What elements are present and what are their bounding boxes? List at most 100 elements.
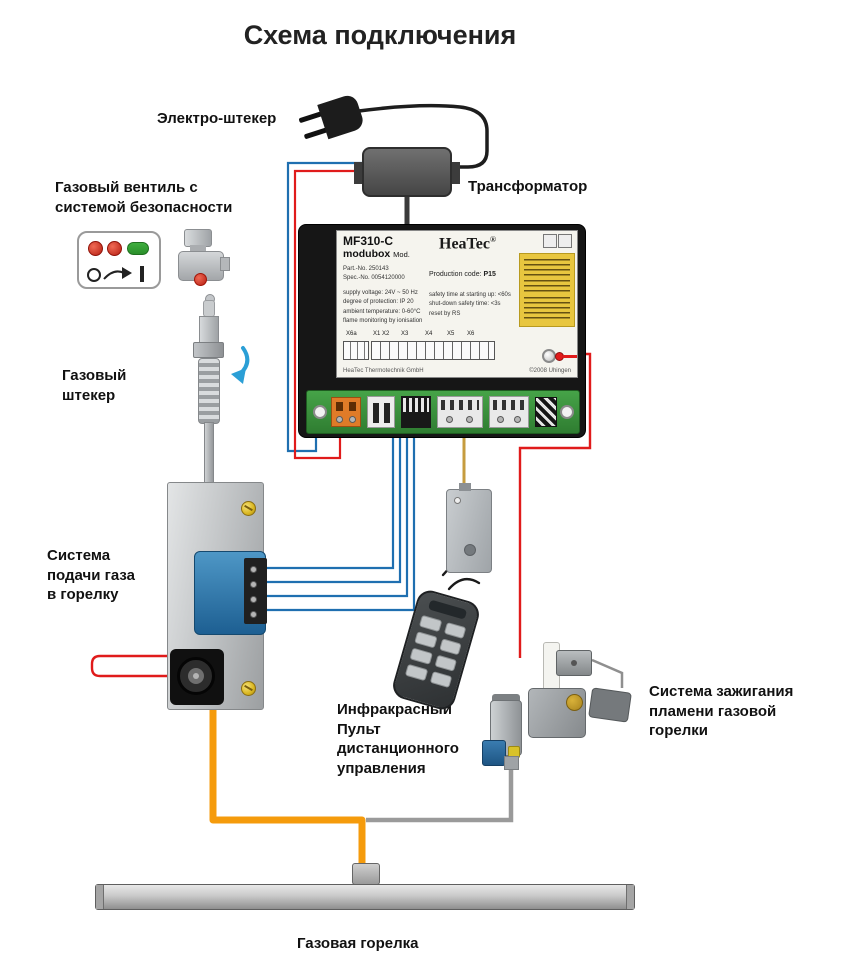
series-name: modubox Mod. <box>343 248 410 260</box>
remote-button <box>438 638 462 656</box>
ir-wave-icon <box>447 577 481 591</box>
connector-slot <box>373 403 379 423</box>
label-remote: Инфракрасный Пульт дистанционного управл… <box>337 701 459 777</box>
gas-plug-nut <box>193 342 224 358</box>
brass-fitting <box>566 694 583 711</box>
gas-plug-nub <box>203 300 215 317</box>
valve-outlet <box>220 257 230 271</box>
remote-buttons <box>404 614 467 689</box>
label-transformer: Трансформатор <box>468 178 588 195</box>
remote-button <box>409 647 433 665</box>
terminal-screw <box>446 416 453 423</box>
sticker-text-block <box>524 259 570 276</box>
yellow-screw <box>241 501 256 516</box>
receiver-wire-nub <box>459 483 471 491</box>
terminal-slot <box>349 402 356 411</box>
spec-number: Spec.-No. 0054120000 <box>343 275 405 281</box>
knob-housing <box>170 649 224 705</box>
production-code-value: P15 <box>483 271 496 278</box>
production-code-label: Production code: <box>429 271 482 278</box>
ignition-bracket <box>588 687 632 723</box>
gas-burner-bar <box>95 884 635 910</box>
label-gas-plug: Газовый штекер <box>62 367 127 404</box>
ignition-outlet <box>504 756 519 770</box>
terminal-screw <box>250 596 257 603</box>
burner-end-cap <box>626 885 634 909</box>
control-unit-panel: MF310-C modubox Mod. HeaTec® Part.-No. 2… <box>336 230 578 378</box>
knob-center <box>188 668 204 684</box>
valve-red-knob <box>194 273 207 286</box>
terminal-screw <box>466 416 473 423</box>
spec-line: ambient temperature: 0-60°C <box>343 308 421 315</box>
warning-sticker <box>519 253 575 327</box>
series-label: modubox <box>343 248 391 260</box>
safety-control-panel <box>77 231 161 289</box>
cert-mark-icon <box>543 234 557 248</box>
terminal-label: X6 <box>467 331 475 337</box>
valve-switch-icon <box>87 266 144 282</box>
receiver-hole <box>454 497 461 504</box>
remote-button <box>433 654 458 672</box>
remote-button <box>404 663 428 682</box>
page-title: Схема подключения <box>243 20 517 50</box>
spec-line: flame monitoring by ionisation <box>343 317 423 324</box>
gas-plug-cylinder <box>199 316 219 343</box>
spec-list: supply voltage: 24V ~ 50 Hz degree of pr… <box>343 289 422 326</box>
spec-line: degree of protection: IP 20 <box>343 299 414 306</box>
gas-safety-valve <box>176 229 230 295</box>
wire-blue-2 <box>266 432 402 584</box>
rotate-arrowhead-icon <box>231 368 246 384</box>
cert-mark-icon <box>558 234 572 248</box>
label-ignition: Система зажигания пламени газовой горелк… <box>649 683 794 739</box>
multipin-terminal <box>489 396 529 428</box>
burner-connector <box>352 863 380 885</box>
burner-end-cap <box>96 885 104 909</box>
terminal-screw <box>514 416 521 423</box>
label-gas-supply: Система подачи газа в горелку <box>47 547 135 603</box>
footer-right: ©2008 Uhingen <box>529 368 571 374</box>
wire-red-loop <box>90 654 172 678</box>
yellow-screw <box>241 681 256 696</box>
receiver-lens <box>464 544 476 556</box>
safety-line: safety time at starting up: <60s <box>429 292 511 298</box>
sticker-text-block <box>524 297 570 321</box>
orange-terminal <box>331 397 361 427</box>
wire-red-transformer <box>293 169 364 460</box>
ignition-electrode <box>591 658 624 688</box>
gas-plug-pipe <box>204 422 214 484</box>
remote-button <box>418 614 442 633</box>
knob-ring <box>177 657 215 695</box>
safety-line: shut-down safety time: <3s <box>429 301 501 308</box>
valve-neck <box>190 245 206 253</box>
comb-connector <box>401 396 431 428</box>
hatched-connector <box>535 397 557 427</box>
wire-blue-transformer <box>286 161 364 453</box>
pcb-hole <box>560 405 574 419</box>
brand-logo: HeaTec® <box>439 235 496 253</box>
terminal-diagram: X6a X1 X2 X3 X4 X5 X6 <box>343 331 518 361</box>
safety-list: safety time at starting up: <60s shut-do… <box>429 291 511 319</box>
pcb-hole <box>313 405 327 419</box>
panel-footer: HeaTec Thermotechnik GmbH ©2008 Uhingen <box>343 368 571 374</box>
gas-supply-unit <box>167 482 267 710</box>
label-electro-plug: Электро-штекер <box>157 110 277 127</box>
production-code: Production code: P15 <box>429 271 496 278</box>
comb-teeth <box>403 398 429 412</box>
spec-line: supply voltage: 24V ~ 50 Hz <box>343 290 418 296</box>
pcb-terminal-strip <box>306 390 580 434</box>
gas-plug-bellows <box>198 358 220 424</box>
wire-orange-burner <box>209 708 366 866</box>
wire-blue-3 <box>266 432 409 598</box>
red-wire-stub <box>563 355 577 358</box>
model-number: MF310-C <box>343 234 394 248</box>
connector-slot <box>384 403 390 423</box>
terminal-screw <box>349 416 356 423</box>
multipin-terminal <box>437 396 483 428</box>
blue-module <box>194 551 267 635</box>
terminal-block-x6a <box>343 341 369 360</box>
remote-button <box>443 621 467 640</box>
sticker-text-block <box>524 280 570 293</box>
terminal-screw <box>250 566 257 573</box>
wire-blue-1 <box>266 432 395 570</box>
